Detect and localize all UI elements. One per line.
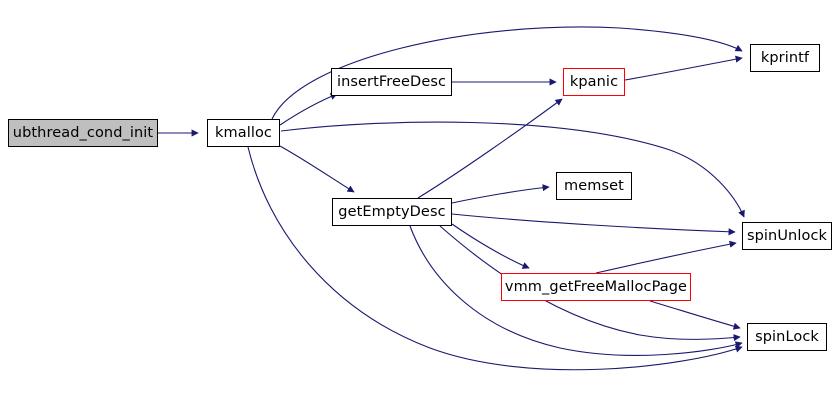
node-label-memset: memset — [564, 177, 624, 194]
node-spinLock[interactable]: spinLock — [747, 323, 827, 351]
edge-kmalloc-to-spinUnlock — [280, 121, 745, 218]
edge-getEmptyDesc-to-memset — [451, 184, 550, 204]
edge-vmm_getFreeMallocPage-to-spinUnlock — [595, 240, 737, 274]
node-vmm_getFreeMallocPage[interactable]: vmm_getFreeMallocPage — [501, 273, 691, 301]
node-memset[interactable]: memset — [556, 172, 632, 200]
node-label-kprintf: kprintf — [760, 49, 810, 66]
node-label-vmm_getFreeMallocPage: vmm_getFreeMallocPage — [504, 278, 688, 295]
edge-kmalloc-to-insertFreeDesc — [279, 93, 338, 126]
edges-group — [158, 26, 745, 371]
node-label-ubthread_cond_init: ubthread_cond_init — [12, 124, 154, 141]
node-spinUnlock[interactable]: spinUnlock — [742, 222, 832, 250]
node-label-getEmptyDesc: getEmptyDesc — [338, 203, 446, 220]
node-label-kpanic: kpanic — [569, 73, 619, 90]
node-kmalloc[interactable]: kmalloc — [207, 119, 280, 147]
node-kprintf[interactable]: kprintf — [750, 44, 820, 72]
node-insertFreeDesc[interactable]: insertFreeDesc — [331, 68, 452, 96]
node-label-kmalloc: kmalloc — [214, 124, 272, 141]
node-label-spinUnlock: spinUnlock — [746, 227, 828, 244]
node-label-spinLock: spinLock — [755, 328, 819, 345]
edge-kmalloc-to-spinLock — [247, 146, 743, 371]
node-kpanic[interactable]: kpanic — [563, 68, 625, 96]
edge-getEmptyDesc-to-spinUnlock — [451, 213, 736, 236]
node-ubthread_cond_init[interactable]: ubthread_cond_init — [8, 119, 158, 147]
edge-getEmptyDesc-to-kpanic — [417, 98, 563, 199]
edge-getEmptyDesc-to-vmm_getFreeMallocPage — [451, 223, 530, 269]
edge-kpanic-to-kprintf — [624, 55, 743, 81]
edge-kmalloc-to-kprintf — [271, 26, 743, 120]
edge-getEmptyDesc-to-spinLock — [409, 225, 743, 356]
edge-vmm_getFreeMallocPage-to-spinLock — [649, 300, 741, 330]
edge-getEmptyDesc-to-spinLock — [439, 225, 741, 342]
node-getEmptyDesc[interactable]: getEmptyDesc — [332, 198, 452, 226]
edge-kmalloc-to-getEmptyDesc — [279, 145, 355, 193]
node-label-insertFreeDesc: insertFreeDesc — [336, 73, 447, 90]
